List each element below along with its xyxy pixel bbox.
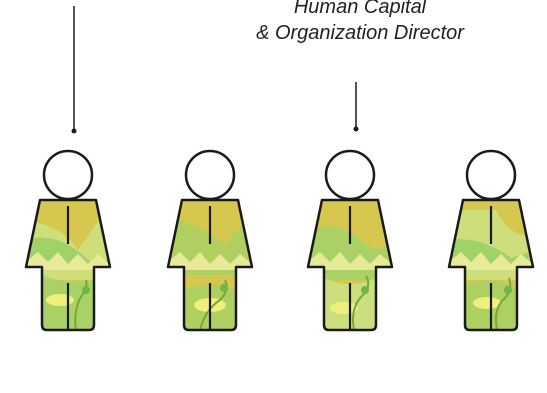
figure-2-head [184, 149, 236, 201]
figure-2-body [166, 198, 254, 332]
figure-1-body-group [24, 149, 112, 332]
figure-4-body [447, 198, 535, 332]
figure-2-body-group [166, 149, 254, 332]
figure-4-body-group [447, 149, 535, 332]
role-caption: Human Capital & Organization Director [210, 0, 510, 46]
figure-1-body [24, 198, 112, 332]
figure-2 [166, 149, 254, 332]
role-caption-line-2: & Organization Director [256, 22, 464, 44]
role-caption-line-1: Human Capital [293, 0, 427, 18]
figure-3-head [324, 149, 376, 201]
figure-4 [447, 149, 535, 332]
figure-3-body-group [306, 149, 394, 332]
figure-1-pointer-dot [71, 128, 77, 134]
figure-3-body [306, 198, 394, 332]
figure-4-head [465, 149, 517, 201]
figure-1-head [42, 149, 94, 201]
figure-1 [24, 6, 112, 332]
figure-3-pointer-dot [353, 126, 359, 132]
figure-3 [306, 82, 394, 332]
